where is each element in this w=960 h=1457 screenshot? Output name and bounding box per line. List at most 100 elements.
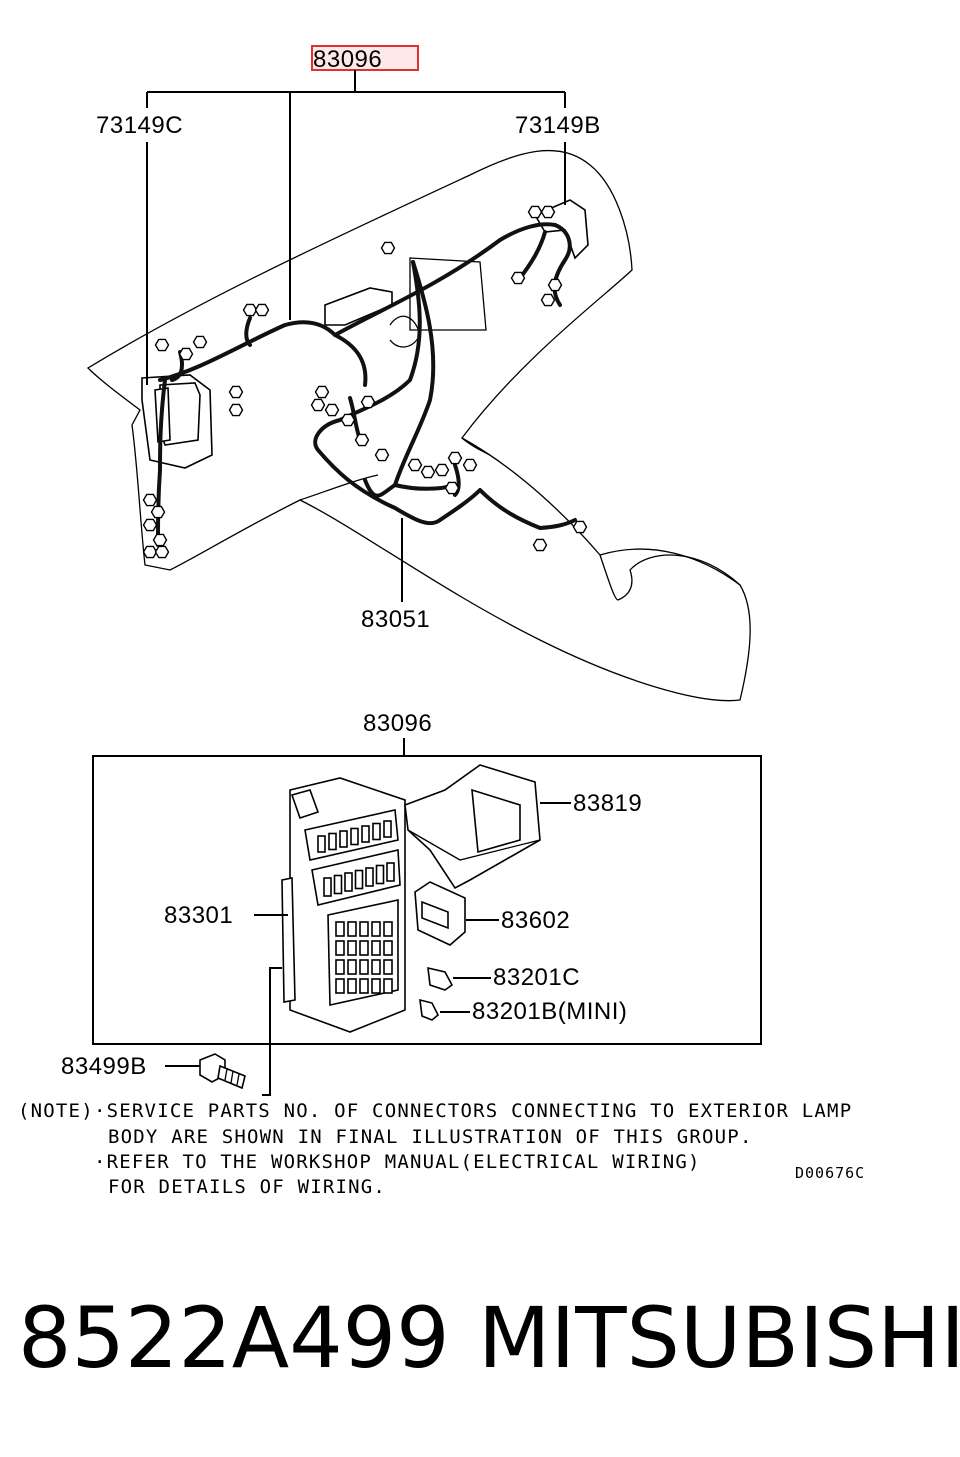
hex-connector-icon	[178, 347, 194, 361]
connector-pin-slot	[354, 869, 364, 890]
junction-block[interactable]	[281, 777, 406, 1033]
highlight-box[interactable]	[311, 45, 419, 71]
hex-connector-icon	[324, 403, 340, 417]
label-83096-box[interactable]: 83096	[363, 710, 432, 737]
note-block: (NOTE) ·SERVICE PARTS NO. OF CONNECTORS …	[18, 1100, 852, 1198]
bolt-part[interactable]	[199, 1053, 246, 1090]
footer-brand: MITSUBISHI	[478, 1289, 960, 1387]
footer-part-number: 8522A499	[18, 1289, 450, 1387]
hex-connector-icon	[154, 338, 170, 352]
connector-pin-slot	[386, 862, 395, 882]
fuse-slot	[347, 959, 357, 975]
left-bracket	[141, 374, 213, 469]
hex-connector-icon	[154, 545, 170, 559]
fuse-slot	[359, 921, 369, 937]
hex-connector-icon	[434, 463, 450, 477]
hex-connector-icon	[150, 505, 166, 519]
hex-connector-icon	[547, 278, 563, 292]
fuse-slot	[383, 978, 393, 994]
relay-part[interactable]	[414, 881, 466, 946]
note-line-1: ·SERVICE PARTS NO. OF CONNECTORS CONNECT…	[94, 1100, 852, 1122]
connector-pin-slot	[375, 864, 385, 885]
hex-connector-icon	[444, 481, 460, 495]
note-line-4: FOR DETAILS OF WIRING.	[108, 1176, 386, 1198]
fuse-slot	[335, 959, 345, 975]
hex-connector-icon	[142, 518, 158, 532]
fuse-slot	[359, 959, 369, 975]
label-83201b[interactable]: 83201B(MINI)	[472, 998, 627, 1025]
hex-connector-icon	[242, 303, 258, 317]
fuse-slot	[371, 921, 381, 937]
note-line-3: ·REFER TO THE WORKSHOP MANUAL(ELECTRICAL…	[94, 1151, 701, 1173]
fuse-slot	[347, 940, 357, 956]
leader-bolt-note	[262, 967, 282, 1096]
fuse-slot	[383, 959, 393, 975]
hex-connector-icon	[532, 538, 548, 552]
drawing-code: D00676C	[795, 1164, 865, 1182]
group-frame	[92, 755, 762, 1045]
cover-part[interactable]	[404, 764, 541, 890]
hex-connector-icon	[314, 385, 330, 399]
connector-pin-slot	[317, 835, 326, 853]
connector-pin-slot	[372, 822, 381, 841]
connector-pin-slot	[328, 832, 337, 851]
label-83051[interactable]: 83051	[361, 606, 430, 633]
hex-connector-icon	[540, 205, 556, 219]
fuse-c-part[interactable]	[427, 966, 454, 991]
fuse-slot	[347, 978, 357, 994]
connector-pin-slot	[344, 872, 353, 892]
callout-bracket	[146, 70, 566, 320]
label-83602[interactable]: 83602	[501, 907, 570, 934]
connector-pin-slot	[350, 827, 359, 846]
label-73149b[interactable]: 73149B	[515, 112, 601, 139]
label-83819[interactable]: 83819	[573, 790, 642, 817]
hex-connector-icon	[228, 403, 244, 417]
hex-connector-icon	[192, 335, 208, 349]
connector-pin-slot	[383, 820, 392, 838]
connector-pin-slot	[365, 867, 374, 887]
fuse-slot	[359, 940, 369, 956]
hex-connector-icon	[380, 241, 396, 255]
fuse-slot	[371, 959, 381, 975]
label-73149c[interactable]: 73149C	[96, 112, 183, 139]
fuse-slot	[371, 978, 381, 994]
hex-connector-icon	[228, 385, 244, 399]
connector-pin-slot	[339, 830, 348, 848]
hex-connector-icon	[407, 458, 423, 472]
hex-connector-icon	[360, 395, 376, 409]
fuse-slot	[335, 921, 345, 937]
hex-connector-icon	[340, 413, 356, 427]
hex-connector-icon	[374, 448, 390, 462]
hex-connector-icon	[420, 465, 436, 479]
hex-connector-icon	[462, 458, 478, 472]
hex-connector-icon	[527, 205, 543, 219]
hex-connector-icon	[447, 451, 463, 465]
fuse-slot	[359, 978, 369, 994]
hex-connector-icon	[152, 533, 168, 547]
hex-connector-icon	[142, 545, 158, 559]
connector-pin-slot	[333, 874, 343, 895]
fuse-slot	[371, 940, 381, 956]
fuse-b-part[interactable]	[419, 998, 439, 1021]
hex-connector-icon	[510, 271, 526, 285]
fuse-slot	[383, 940, 393, 956]
hex-connector-icon	[572, 520, 588, 534]
fuse-slot	[347, 921, 357, 937]
fuse-slot	[383, 921, 393, 937]
label-83499b[interactable]: 83499B	[61, 1053, 147, 1080]
junction-block-slots	[317, 820, 395, 994]
hex-connector-icon	[310, 398, 326, 412]
fuse-slot	[335, 940, 345, 956]
wiring-harness	[156, 222, 577, 547]
connector-pin-slot	[323, 877, 332, 897]
fuse-slot	[335, 978, 345, 994]
label-83201c[interactable]: 83201C	[493, 964, 580, 991]
center-bracket	[324, 287, 393, 326]
connector-pin-slot	[361, 825, 370, 843]
label-83301[interactable]: 83301	[164, 902, 233, 929]
hex-connector-icon	[540, 293, 556, 307]
label-83096-top[interactable]: 83096	[313, 46, 382, 73]
hex-connector-icon	[254, 303, 270, 317]
